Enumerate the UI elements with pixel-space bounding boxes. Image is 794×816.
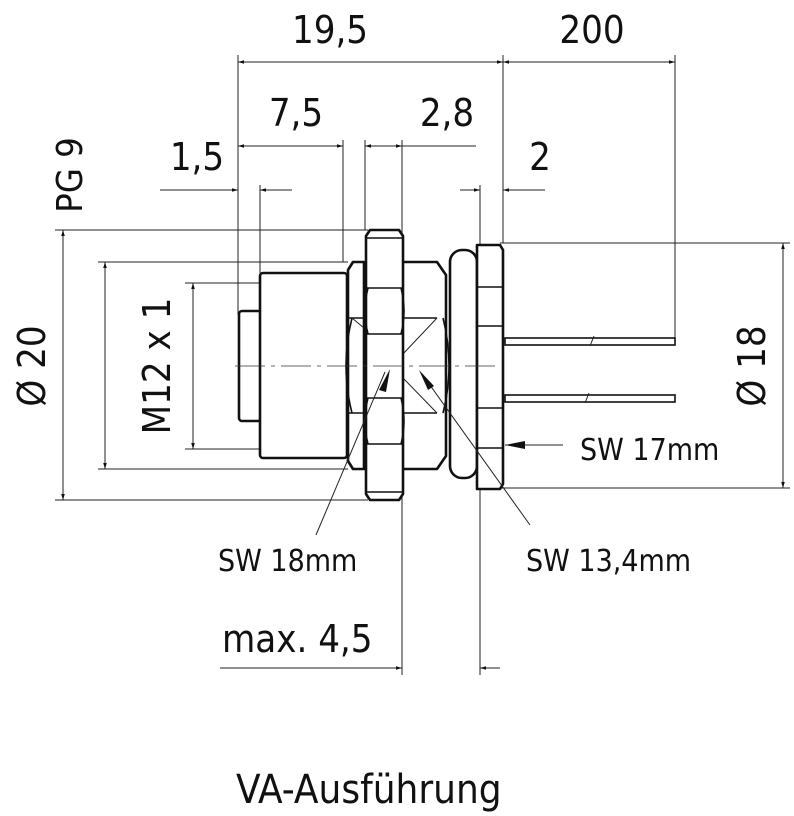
label-sw18: SW 18mm xyxy=(218,544,357,579)
dim-19-5: 19,5 xyxy=(292,8,368,52)
dim-m12: M12 x 1 xyxy=(135,298,179,435)
dim-max-4-5: max. 4,5 xyxy=(222,617,373,661)
dim-diameter-18: Ø 18 xyxy=(730,325,774,406)
connector-body xyxy=(235,228,676,502)
dim-7-5: 7,5 xyxy=(269,91,323,135)
arrow-sw17 xyxy=(505,441,525,449)
dim-2-8: 2,8 xyxy=(420,91,474,135)
arrow-sw134 xyxy=(419,370,434,390)
dim-diameter-20: Ø 20 xyxy=(10,325,54,406)
dim-200: 200 xyxy=(559,8,624,52)
caption: VA-Ausführung xyxy=(236,767,502,813)
dim-2: 2 xyxy=(529,135,551,179)
dimension-lines xyxy=(61,60,785,670)
dim-1-5: 1,5 xyxy=(170,135,224,179)
arrow-sw18 xyxy=(379,369,390,392)
label-sw13-4: SW 13,4mm xyxy=(526,544,691,579)
label-sw17: SW 17mm xyxy=(580,433,719,468)
dim-pg9: PG 9 xyxy=(50,137,91,213)
